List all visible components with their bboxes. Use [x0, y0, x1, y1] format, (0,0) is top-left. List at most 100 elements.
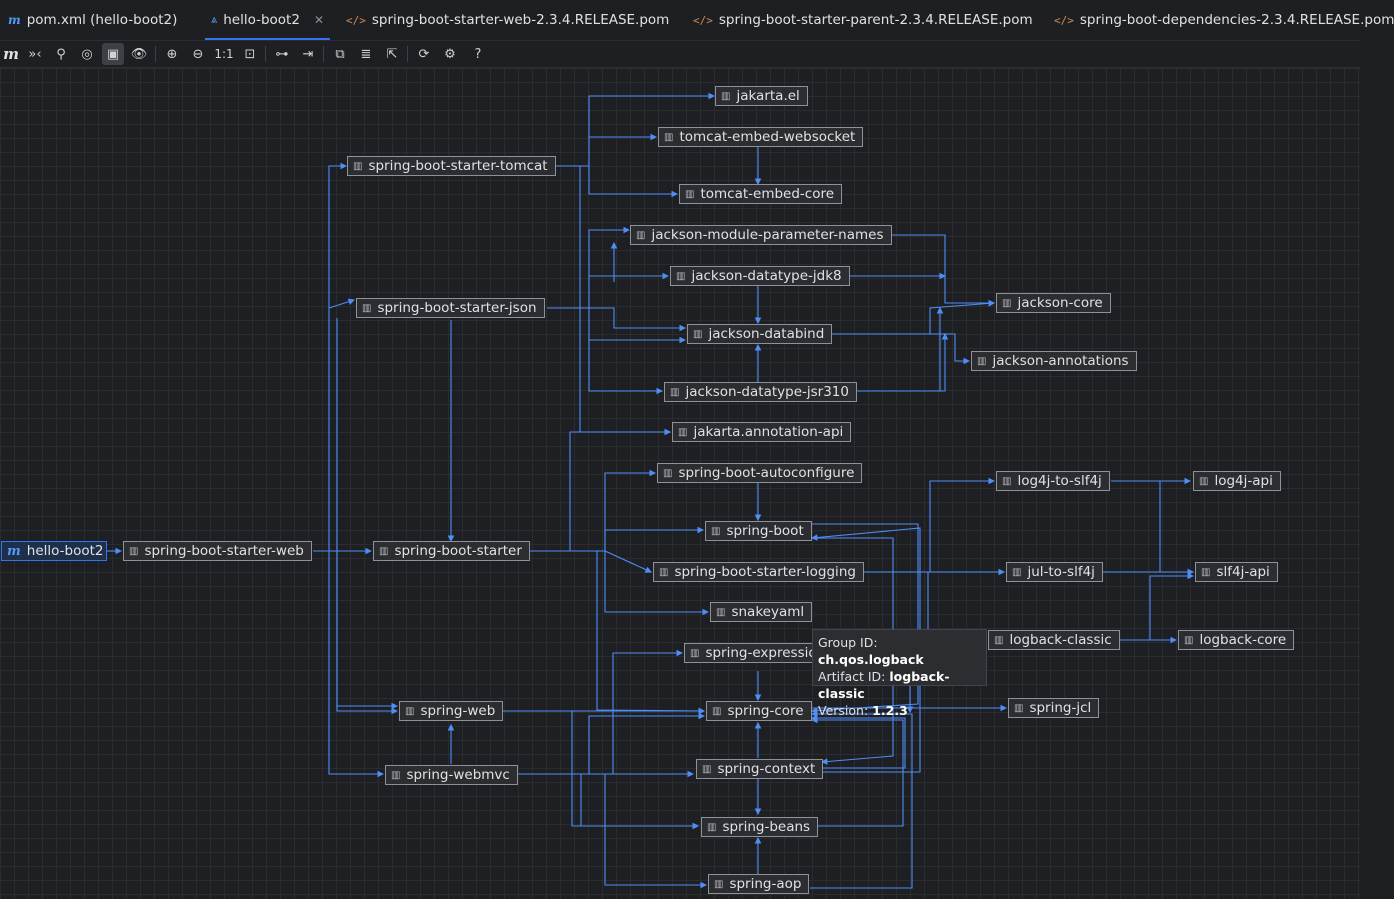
- library-icon: ▥: [1201, 566, 1211, 578]
- settings-gear-icon[interactable]: ⚙: [444, 46, 456, 62]
- refresh-icon[interactable]: ⟳: [418, 46, 430, 62]
- node-spring-core[interactable]: ▥spring-core: [706, 701, 812, 721]
- tab-hello-boot2[interactable]: ⩓ hello-boot2 ✕: [205, 0, 330, 40]
- node-jackson-core[interactable]: ▥jackson-core: [996, 293, 1111, 313]
- layout-icon[interactable]: ⊶: [275, 46, 289, 62]
- library-icon: ▥: [391, 769, 401, 781]
- toolbar-separator: [265, 46, 266, 62]
- tooltip-artifact-id: logback-classic: [818, 669, 950, 701]
- node-slf4j-api[interactable]: ▥slf4j-api: [1195, 562, 1278, 582]
- xml-icon: </>: [1054, 13, 1074, 27]
- node-logback-core[interactable]: ▥logback-core: [1178, 630, 1295, 650]
- select-icon[interactable]: ▣: [102, 43, 124, 65]
- node-jackson-datatype-jsr310[interactable]: ▥jackson-datatype-jsr310: [664, 382, 857, 402]
- library-icon: ▥: [664, 131, 674, 143]
- node-spring-boot[interactable]: ▥spring-boot: [705, 521, 812, 541]
- node-jackson-annotations[interactable]: ▥jackson-annotations: [971, 351, 1137, 371]
- export-icon[interactable]: ⇱: [386, 46, 398, 62]
- node-spring-boot-starter-tomcat[interactable]: ▥spring-boot-starter-tomcat: [347, 156, 556, 176]
- maven-module-icon: m: [7, 543, 21, 559]
- route-edges-icon[interactable]: ⇥: [302, 46, 314, 62]
- library-icon: ▥: [670, 386, 680, 398]
- library-icon: ▥: [353, 160, 363, 172]
- node-spring-boot-autoconfigure[interactable]: ▥spring-boot-autoconfigure: [657, 463, 863, 483]
- toolbar-separator: [155, 46, 156, 62]
- library-icon: ▥: [676, 270, 686, 282]
- dependency-diagram-icon: ⩓: [211, 13, 218, 26]
- node-spring-webmvc[interactable]: ▥spring-webmvc: [385, 765, 518, 785]
- actual-size-button[interactable]: 1:1: [214, 47, 234, 61]
- library-icon: ▥: [685, 188, 695, 200]
- library-icon: ▥: [129, 545, 139, 557]
- node-hello-boot2[interactable]: m hello-boot2: [1, 541, 107, 561]
- library-icon: ▥: [693, 328, 703, 340]
- tooltip-group-id: ch.qos.logback: [818, 652, 924, 667]
- toolbar-separator: [407, 46, 408, 62]
- library-icon: ▥: [994, 634, 1004, 646]
- dependency-diagram-canvas[interactable]: m hello-boot2 ▥spring-boot-starter-web ▥…: [0, 68, 1360, 899]
- zoom-out-icon[interactable]: ⊖: [192, 46, 204, 62]
- node-spring-boot-starter-json[interactable]: ▥spring-boot-starter-json: [356, 298, 545, 318]
- tooltip-group-row: Group ID: ch.qos.logback: [818, 635, 924, 667]
- tab-starter-web-pom[interactable]: </> spring-boot-starter-web-2.3.4.RELEAS…: [346, 0, 669, 40]
- hierarchy-icon[interactable]: ⚲: [56, 46, 66, 62]
- node-spring-web[interactable]: ▥spring-web: [399, 701, 504, 721]
- library-icon: ▥: [712, 705, 722, 717]
- node-logback-classic[interactable]: ▥logback-classic: [988, 630, 1120, 650]
- node-jakarta-annotation-api[interactable]: ▥jakarta.annotation-api: [672, 422, 852, 442]
- copy-icon[interactable]: ⧉: [335, 46, 345, 62]
- node-spring-beans[interactable]: ▥spring-beans: [701, 817, 819, 837]
- library-icon: ▥: [714, 878, 724, 890]
- tab-label: hello-boot2: [223, 12, 300, 28]
- tab-label: spring-boot-starter-parent-2.3.4.RELEASE…: [718, 12, 1033, 28]
- tab-label: spring-boot-starter-web-2.3.4.RELEASE.po…: [371, 12, 670, 28]
- maven-icon[interactable]: m: [3, 45, 19, 63]
- node-spring-aop[interactable]: ▥spring-aop: [708, 874, 810, 894]
- node-spring-context[interactable]: ▥spring-context: [696, 759, 824, 779]
- eye-icon[interactable]: 👁: [130, 46, 148, 62]
- fit-content-icon[interactable]: ⊡: [244, 46, 256, 62]
- library-icon: ▥: [711, 525, 721, 537]
- node-spring-boot-starter-web[interactable]: ▥spring-boot-starter-web: [123, 541, 312, 561]
- library-icon: ▥: [362, 302, 372, 314]
- library-icon: ▥: [690, 647, 700, 659]
- node-tomcat-embed-core[interactable]: ▥tomcat-embed-core: [679, 184, 843, 204]
- node-jul-to-slf4j[interactable]: ▥jul-to-slf4j: [1006, 562, 1103, 582]
- library-icon: ▥: [721, 90, 731, 102]
- node-jakarta-el[interactable]: ▥jakarta.el: [715, 86, 808, 106]
- library-icon: ▥: [405, 705, 415, 717]
- node-spring-boot-starter-logging[interactable]: ▥spring-boot-starter-logging: [653, 562, 864, 582]
- xml-icon: </>: [693, 13, 713, 27]
- tooltip-version: 1.2.3: [872, 703, 908, 718]
- node-jackson-datatype-jdk8[interactable]: ▥jackson-datatype-jdk8: [670, 266, 850, 286]
- close-icon[interactable]: ✕: [313, 13, 324, 27]
- tab-starter-parent-pom[interactable]: </> spring-boot-starter-parent-2.3.4.REL…: [693, 0, 1033, 40]
- node-snakeyaml[interactable]: ▥snakeyaml: [710, 602, 813, 622]
- tab-label: pom.xml (hello-boot2): [26, 12, 178, 28]
- zoom-in-icon[interactable]: ⊕: [166, 46, 178, 62]
- tab-pom-xml[interactable]: m pom.xml (hello-boot2): [8, 0, 177, 40]
- library-icon: ▥: [716, 606, 726, 618]
- node-log4j-to-slf4j[interactable]: ▥log4j-to-slf4j: [996, 471, 1110, 491]
- library-icon: ▥: [1012, 566, 1022, 578]
- node-log4j-api[interactable]: ▥log4j-api: [1193, 471, 1281, 491]
- editor-tab-bar: m pom.xml (hello-boot2) ⩓ hello-boot2 ✕ …: [0, 0, 1394, 41]
- node-tomcat-embed-websocket[interactable]: ▥tomcat-embed-websocket: [658, 127, 864, 147]
- library-icon: ▥: [1002, 297, 1012, 309]
- xml-icon: </>: [346, 13, 366, 27]
- library-icon: ▥: [1002, 475, 1012, 487]
- edit-list-icon[interactable]: ≣: [360, 46, 372, 62]
- show-conflicts-icon[interactable]: »‹: [28, 46, 42, 62]
- node-spring-expression[interactable]: ▥spring-expressio: [684, 643, 817, 663]
- help-button[interactable]: ?: [474, 46, 482, 62]
- node-spring-boot-starter[interactable]: ▥spring-boot-starter: [373, 541, 530, 561]
- node-jackson-module-parameter-names[interactable]: ▥jackson-module-parameter-names: [630, 225, 892, 245]
- library-icon: ▥: [678, 426, 688, 438]
- node-spring-jcl[interactable]: ▥spring-jcl: [1008, 698, 1100, 718]
- node-jackson-databind[interactable]: ▥jackson-databind: [687, 324, 833, 344]
- toolbar-separator: [323, 46, 324, 62]
- tooltip-version-row: Version: 1.2.3: [818, 703, 908, 718]
- tab-dependencies-pom[interactable]: </> spring-boot-dependencies-2.3.4.RELEA…: [1054, 0, 1394, 40]
- diagram-toolbar: m »‹ ⚲ ◎ ▣ 👁 ⊕ ⊖ 1:1 ⊡ ⊶ ⇥ ⧉ ≣ ⇱ ⟳ ⚙ ?: [0, 41, 1360, 68]
- highlight-icon[interactable]: ◎: [81, 46, 93, 62]
